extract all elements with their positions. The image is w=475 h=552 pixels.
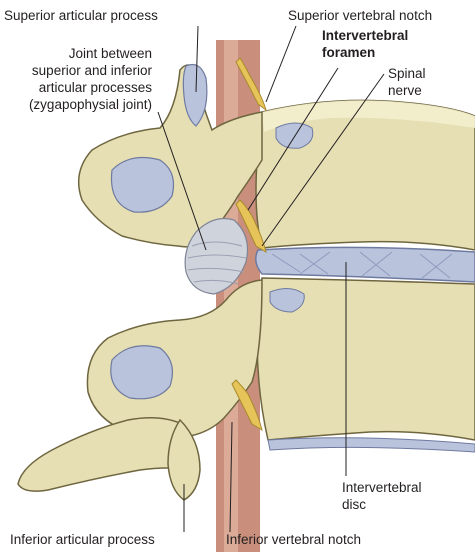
leader-joint [157, 111, 207, 251]
label-superior-vertebral-notch: Superior vertebral notch [288, 8, 433, 23]
label-joint-line2: superior and inferior [31, 63, 152, 78]
upper-pedicle-facet [275, 122, 314, 149]
label-spinal-nerve-line2: nerve [388, 83, 422, 98]
label-superior-articular-process: Superior articular process [4, 8, 158, 23]
upper-transverse-facet [110, 157, 175, 213]
superior-articular-facet [182, 63, 208, 127]
lower-pedicle-facet [269, 288, 305, 313]
lower-vertebral-body [256, 277, 475, 441]
leader-intervertebral-foramen [247, 67, 339, 211]
leader-lines [157, 25, 385, 533]
spinous-process [17, 417, 188, 492]
leader-spinal-nerve [261, 73, 385, 247]
label-joint-line4: (zygapophysial joint) [28, 97, 152, 112]
label-inferior-articular-process: Inferior articular process [10, 532, 155, 547]
label-joint-line3: articular processes [38, 80, 152, 95]
label-intervertebral-foramen-line1: Intervertebral [322, 28, 409, 43]
lower-transverse-facet [110, 345, 173, 400]
label-intervertebral-disc-line1: Intervertebral [342, 480, 422, 495]
spinal-nerve-upper [235, 57, 267, 112]
spinal-nerve-middle [235, 199, 267, 254]
label-inferior-vertebral-notch: Inferior vertebral notch [226, 532, 362, 547]
label-spinal-nerve-line1: Spinal [388, 66, 426, 81]
lower-disc-edge [267, 437, 475, 453]
disc-fibers [271, 251, 453, 279]
label-intervertebral-foramen-line2: foramen [322, 45, 376, 60]
joint-capsule-fibers [187, 241, 247, 285]
label-joint-line1: Joint between [68, 46, 152, 61]
spinal-nerve-lower [231, 379, 263, 432]
label-intervertebral-disc-line2: disc [342, 497, 367, 512]
leader-superior-articular-process [195, 25, 199, 93]
leader-inferior-vertebral-notch [229, 421, 233, 533]
upper-body-shading [262, 100, 475, 132]
leader-superior-vertebral-notch [265, 25, 297, 103]
intervertebral-disc [255, 246, 475, 283]
